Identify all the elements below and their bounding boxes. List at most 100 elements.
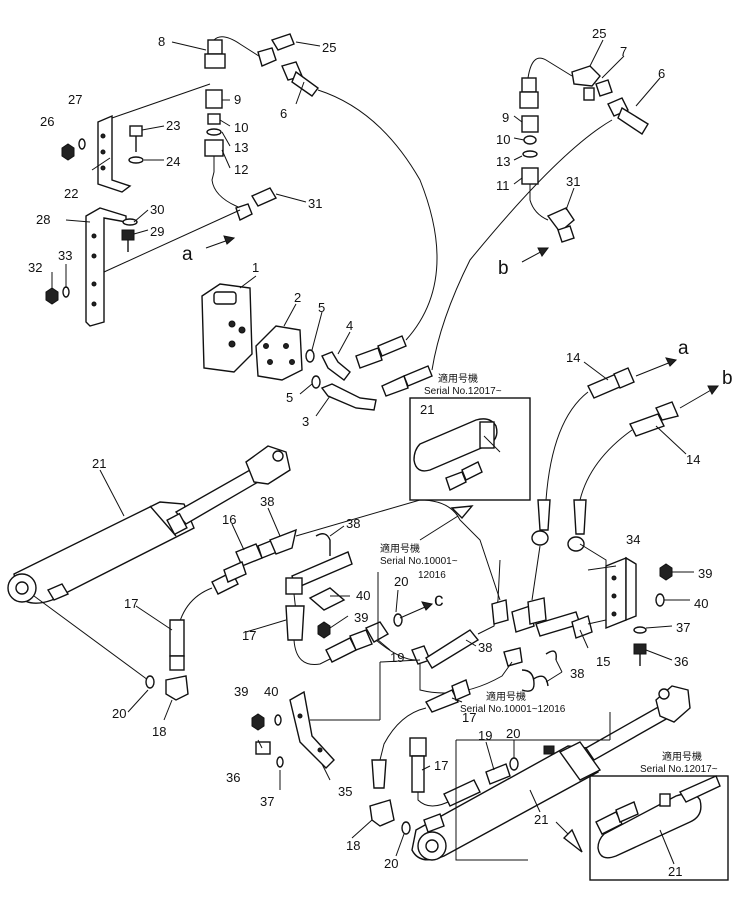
part-38-clamp-left (269, 528, 297, 555)
label-25-right: 25 (592, 26, 606, 41)
label-20-mid: 20 (394, 574, 408, 589)
hose-6-right (431, 119, 613, 371)
label-21-lower: 21 (534, 812, 548, 827)
bolt-36-right (633, 643, 647, 655)
label-39-mid: 39 (354, 610, 368, 625)
label-15: 15 (596, 654, 610, 669)
bracket-34 (605, 556, 673, 666)
serial-kanji-3: 適用号機 (486, 690, 526, 703)
label-13-left: 13 (234, 140, 248, 155)
clamp-38-right-a (545, 650, 557, 661)
hoses-14 (531, 357, 719, 552)
part-25-elbow (270, 33, 295, 51)
bracket-34-plate (605, 556, 627, 630)
part-31-nut (235, 203, 253, 221)
label-a-right: a (678, 338, 689, 359)
callout-labels: 8 25 6 9 10 13 12 23 24 26 27 22 28 30 2… (28, 26, 733, 879)
bolt-36-lower (255, 741, 271, 755)
label-30: 30 (150, 202, 164, 217)
label-8: 8 (158, 34, 165, 49)
label-17-center: 17 (242, 628, 256, 643)
washer-24 (128, 156, 144, 164)
label-37-lower: 37 (260, 794, 274, 809)
label-16: 16 (222, 512, 236, 527)
oring-20-center (393, 613, 403, 627)
label-21-inset-2: 21 (668, 864, 682, 879)
part-7-tee (571, 65, 601, 87)
serial-note-3: Serial No.10001~12016 (460, 704, 566, 715)
top-left-fittings (45, 33, 319, 327)
washer-37-right (633, 626, 647, 634)
bracket-35 (251, 659, 421, 769)
hose-14-b (579, 429, 633, 501)
part-8-nut (204, 53, 226, 69)
label-22: 22 (64, 186, 78, 201)
label-38-left: 38 (260, 494, 274, 509)
bracket-22 (97, 114, 132, 193)
label-9-left: 9 (234, 92, 241, 107)
part-25-nut (257, 47, 277, 67)
label-1: 1 (252, 260, 259, 275)
serial-kanji-1: 適用号機 (438, 372, 478, 385)
top-right-fittings (519, 57, 649, 263)
serial-kanji-2: 適用号機 (380, 542, 420, 555)
part-10-nut (207, 113, 221, 125)
label-39-right: 39 (698, 566, 712, 581)
bracket-35-plate (289, 690, 335, 769)
label-32: 32 (28, 260, 42, 275)
label-13-right: 13 (496, 154, 510, 169)
label-26: 26 (40, 114, 54, 129)
label-b-top: b (498, 258, 509, 279)
label-40-right: 40 (694, 596, 708, 611)
oring-20-left (145, 675, 155, 689)
label-28: 28 (36, 212, 50, 227)
label-36-lower: 36 (226, 770, 240, 785)
label-14-bottom: 14 (686, 452, 700, 467)
part-2-block (255, 325, 303, 381)
label-12: 12 (234, 162, 248, 177)
hose-end-top-left (355, 347, 383, 369)
part-8-fitting (207, 39, 223, 55)
label-38-mid: 38 (346, 516, 360, 531)
washer-33 (62, 286, 70, 298)
washer-30 (122, 218, 138, 226)
nut-32 (45, 287, 59, 305)
label-2: 2 (294, 290, 301, 305)
part-6-hose-end (291, 70, 319, 97)
nut-39-lower (251, 713, 265, 731)
serial-note-2b: 12016 (418, 570, 446, 581)
label-c: c (434, 590, 444, 611)
label-27: 27 (68, 92, 82, 107)
label-35: 35 (338, 784, 352, 799)
label-11: 11 (496, 178, 510, 193)
hose-14-b-end (629, 413, 665, 437)
hose-end-bottom-left (381, 375, 409, 397)
label-a-left: a (182, 244, 193, 265)
label-17-lower-a: 17 (462, 710, 476, 725)
part-13-oring (206, 128, 222, 136)
part-17-left (169, 619, 185, 657)
label-7: 7 (620, 44, 627, 59)
part-17-center (285, 605, 305, 641)
label-31-right: 31 (566, 174, 580, 189)
inset-serial-12017-top (409, 397, 531, 501)
hose-7-9 (527, 57, 573, 79)
serial-note-2: Serial No.10001~ (380, 556, 458, 567)
label-4: 4 (346, 318, 353, 333)
nut-39-right (659, 563, 673, 581)
part-12-nut (204, 139, 224, 157)
inset-box-2 (589, 775, 729, 881)
label-17-left: 17 (124, 596, 138, 611)
part-5-oring-bottom (311, 375, 321, 389)
part-17-lower-c (409, 737, 427, 757)
valve-assembly (201, 283, 433, 411)
label-5-bottom: 5 (286, 390, 293, 405)
part-9-adapter (205, 89, 223, 109)
label-33: 33 (58, 248, 72, 263)
label-39-lower: 39 (234, 684, 248, 699)
label-17-lower-b: 17 (434, 758, 448, 773)
label-20-lower: 20 (384, 856, 398, 871)
label-14-top: 14 (566, 350, 580, 365)
part-9-right (521, 115, 539, 133)
